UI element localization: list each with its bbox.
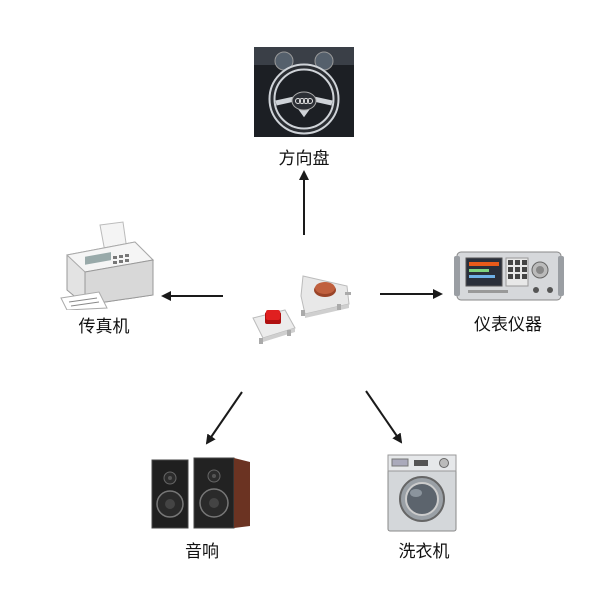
label-fax: 传真机 <box>78 317 130 337</box>
washing-machine-icon <box>387 454 457 532</box>
arrow-to-washer <box>365 390 403 444</box>
meter-instrument-icon <box>454 251 564 301</box>
label-steering: 方向盘 <box>278 149 330 169</box>
node-speaker <box>150 456 254 530</box>
fax-machine-icon <box>60 221 155 310</box>
node-meter <box>454 244 564 304</box>
label-meter: 仪表仪器 <box>474 315 542 335</box>
arrow-to-speaker <box>205 391 243 445</box>
tactile-switch-icon <box>252 275 351 344</box>
label-washer: 洗衣机 <box>398 542 450 562</box>
node-washer <box>386 453 458 533</box>
label-speaker: 音响 <box>185 542 219 562</box>
center-switches <box>245 268 360 353</box>
speaker-icon <box>151 457 250 529</box>
steering-wheel-icon <box>254 47 354 137</box>
node-fax <box>55 220 155 310</box>
node-steering <box>254 47 354 137</box>
